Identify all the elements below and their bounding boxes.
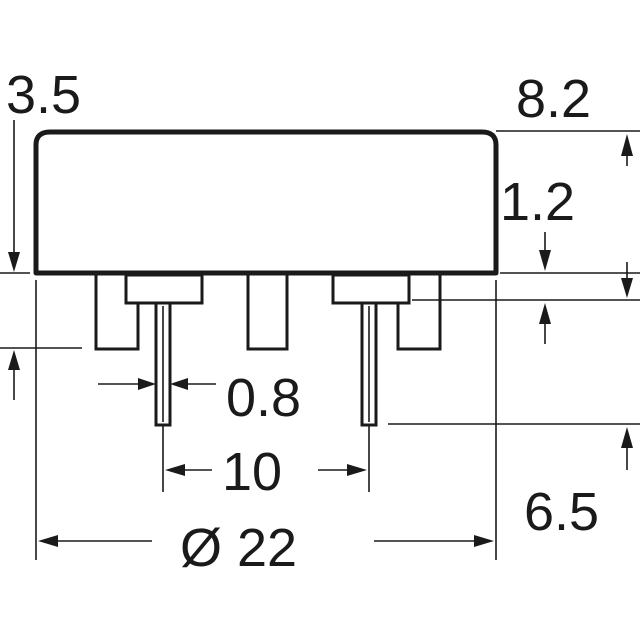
dim-8-2-label: 8.2 xyxy=(516,69,591,129)
dim-22-label: Ø 22 xyxy=(180,518,297,578)
dim-0-8-label: 0.8 xyxy=(226,368,301,428)
dim-0-8-arrow-left xyxy=(138,378,156,390)
center-foot xyxy=(246,272,289,351)
dim-22-arrow-right xyxy=(474,535,494,547)
dim-3-5-arrow-bottom xyxy=(8,350,20,370)
housing-body xyxy=(33,129,499,276)
dim-8-2-arrow-bottom xyxy=(621,278,633,298)
dim-6-5-arrow xyxy=(621,427,633,448)
dim-6-5-label: 6.5 xyxy=(524,482,599,542)
dim-10-arrow-left xyxy=(165,464,185,476)
left-pin-pad xyxy=(124,273,204,305)
dim-8-2-arrow-top xyxy=(621,134,633,156)
dim-1-2-arrow-bottom xyxy=(539,303,551,324)
dim-0-8-arrow-right xyxy=(170,378,188,390)
dim-3-5-arrow xyxy=(8,252,20,272)
dim-1-2-arrow-top xyxy=(539,250,551,271)
dim-1-2-label: 1.2 xyxy=(500,172,575,232)
right-pin-pad xyxy=(331,273,411,305)
dim-10-arrow-right xyxy=(347,464,367,476)
dim-3-5-label: 3.5 xyxy=(6,65,81,125)
dim-22-arrow-left xyxy=(38,535,58,547)
dim-10-label: 10 xyxy=(222,442,282,502)
